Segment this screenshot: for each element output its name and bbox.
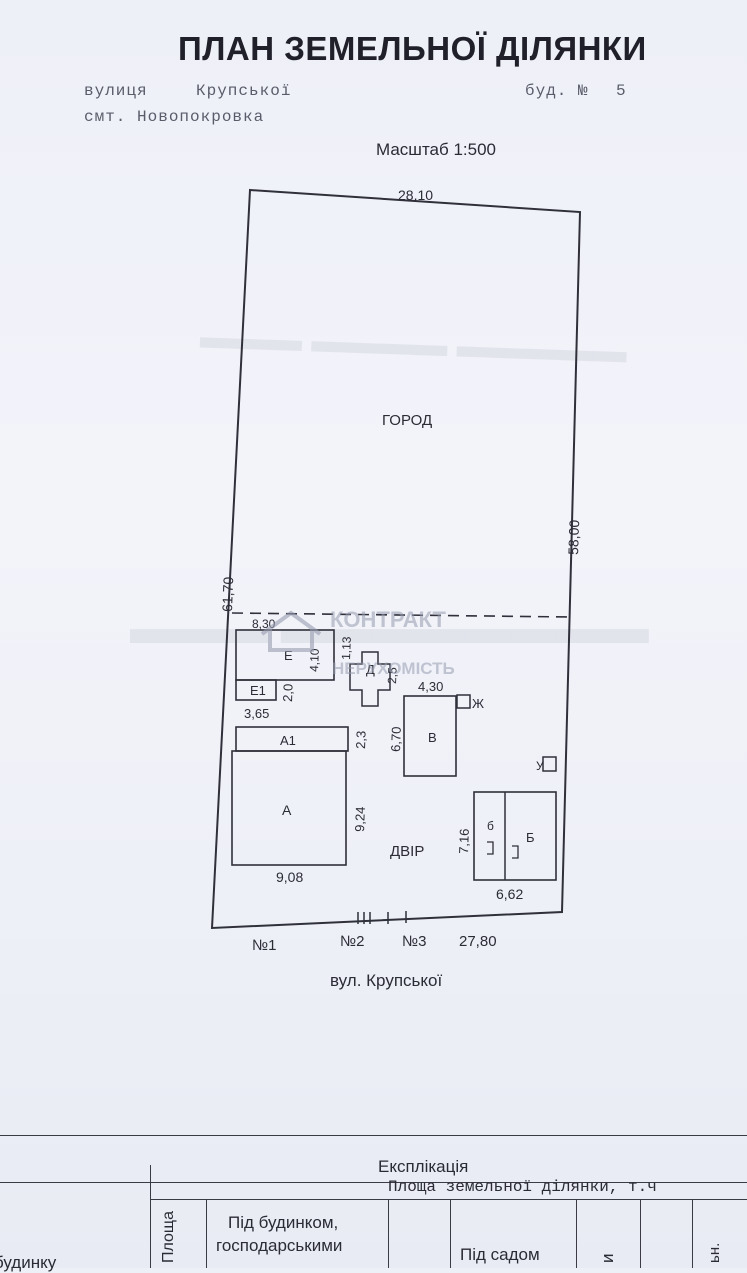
fence-number-3: №3	[402, 933, 426, 950]
watermark-line2: НЕРУХОМІСТЬ	[332, 659, 455, 678]
col-last-header: ьн.	[706, 1242, 723, 1263]
col-misc-header: и	[598, 1253, 617, 1264]
bleed-through-decoration-2: ▬▬▬ ▬▬▬▬▬▬▬▬	[130, 601, 649, 653]
plot-boundary	[210, 188, 582, 930]
toilet-zh-label: Ж	[472, 696, 484, 711]
left-cell-text: будинку	[0, 1253, 57, 1272]
building-b-width: 6,62	[496, 886, 523, 902]
building-b-stair-mark	[487, 841, 494, 855]
land-plot-plan: 28,10 61,70 58,00 27,80 ГОРОД ДВІР 8,30 …	[210, 187, 582, 990]
building-e1-width: 3,65	[244, 706, 269, 721]
document-title: ПЛАН ЗЕМЕЛЬНОЇ ДІЛЯНКИ	[178, 30, 647, 67]
building-e-label: Е	[284, 648, 293, 663]
building-e	[235, 629, 335, 681]
building-v-width: 4,30	[418, 679, 443, 694]
street-label: вулиця	[84, 82, 148, 100]
building-d-width: 1,13	[339, 636, 354, 660]
explication-table: Експлікація Площа земельної ділянки, т.ч…	[0, 1135, 747, 1272]
dim-bottom: 27,80	[459, 933, 497, 950]
watermark-line1: КОНТРАКТ	[330, 607, 446, 632]
dim-right: 58,00	[565, 519, 582, 555]
col-buildings-header-1: Під будинком,	[228, 1213, 339, 1232]
building-e1-depth: 2,0	[280, 684, 296, 703]
street-name: Крупської	[196, 82, 292, 100]
building-a	[231, 750, 347, 866]
building-e-depth: 4,10	[307, 648, 322, 672]
building-d	[349, 651, 391, 707]
col-buildings-header-2: господарськими	[216, 1236, 343, 1255]
building-b-stair-mark-2	[512, 845, 519, 859]
dim-top: 28,10	[398, 187, 433, 203]
watermark: КОНТРАКТ НЕРУХОМІСТЬ	[258, 607, 455, 679]
building-b	[473, 791, 557, 881]
building-a1-label: А1	[280, 733, 296, 748]
explication-title: Експлікація	[378, 1157, 469, 1176]
yard-label: ДВІР	[390, 843, 424, 860]
fence-number-1: №1	[252, 937, 276, 954]
building-v-depth: 6,70	[388, 726, 404, 752]
garden-label: ГОРОД	[382, 412, 432, 429]
building-a-label: А	[282, 802, 292, 818]
house-logo-icon	[258, 610, 324, 657]
scale-label: Масштаб 1:500	[376, 140, 496, 159]
toilet-zh	[456, 694, 471, 709]
col-garden-header: Під садом	[460, 1245, 540, 1264]
settlement-name: смт. Новопокровка	[84, 108, 265, 126]
street-caption: вул. Крупської	[330, 971, 442, 990]
col-area-header: Площа	[160, 1211, 177, 1263]
building-e1-label: Е1	[250, 683, 266, 698]
building-a1-depth: 2,3	[353, 731, 369, 750]
building-d-label: Д	[366, 662, 375, 677]
building-b-small-label: б	[487, 819, 494, 833]
building-a-width: 9,08	[276, 869, 303, 885]
dim-left: 61,70	[219, 576, 236, 612]
building-b-label: Б	[526, 830, 535, 845]
building-a-depth: 9,24	[352, 806, 368, 832]
building-v	[403, 695, 457, 777]
house-number: 5	[616, 82, 627, 100]
building-b-depth: 7,16	[456, 828, 472, 854]
fence-number-2: №2	[340, 933, 364, 950]
building-v-label: В	[428, 730, 437, 745]
explication-subtitle: Площа земельної ділянки, т.ч	[388, 1178, 657, 1196]
building-e1	[235, 679, 277, 701]
house-label: буд. №	[525, 82, 589, 100]
u-mark	[542, 756, 557, 772]
building-d-depth: 2,5	[385, 667, 400, 684]
u-mark-label: У	[536, 759, 544, 773]
